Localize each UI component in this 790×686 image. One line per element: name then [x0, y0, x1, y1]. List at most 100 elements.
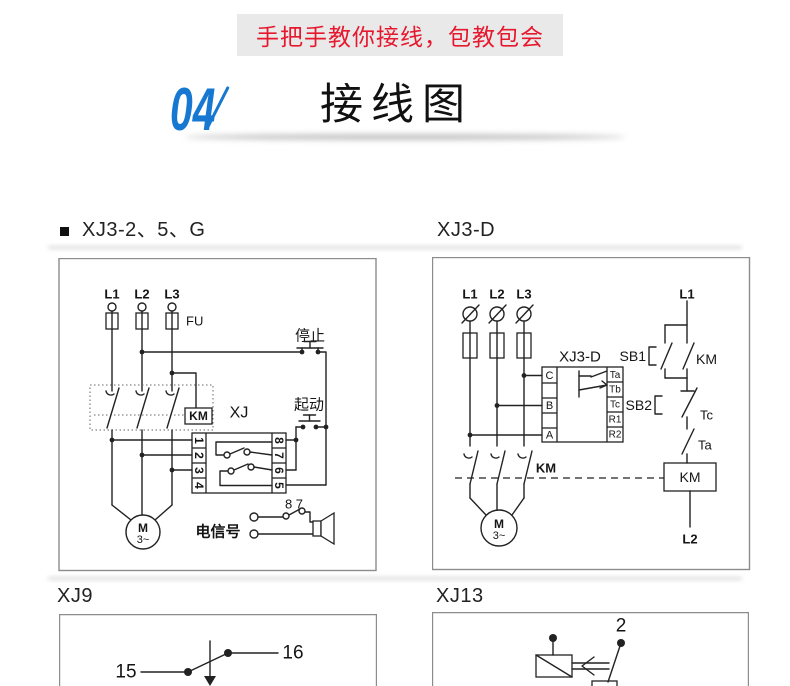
- junction-dot: [323, 424, 329, 430]
- tc-contact-label: Tc: [700, 408, 714, 423]
- contactor-contact: [135, 387, 150, 429]
- section-number: 04: [170, 76, 216, 143]
- speaker-icon: [312, 511, 335, 546]
- sb2-label: SB2: [626, 397, 653, 413]
- xj-relay-block: XJ 1 2 3 4 8 7 6 5: [191, 405, 327, 494]
- terminal-letter: Tb: [609, 385, 621, 396]
- diagram-border: [59, 614, 377, 686]
- sb1-start-button: SB1: [620, 324, 673, 379]
- control-chain: L1 SB1 KM SB2 Tc Ta: [620, 287, 717, 547]
- promo-banner-text: 手把手教你接线，包教包会: [256, 24, 544, 50]
- diagram-border: [432, 612, 749, 686]
- km-main-contacts: KM: [455, 450, 664, 516]
- contactor-contact: [517, 450, 533, 485]
- section-label-xj3-25g: XJ3-2、5、G: [82, 219, 206, 241]
- relay-internal-contacts: [215, 441, 273, 487]
- ta-contact: Ta: [681, 428, 713, 464]
- page-title: 接线图: [320, 81, 473, 129]
- terminal-number: 16: [282, 643, 303, 664]
- fuse-symbol: [516, 332, 532, 359]
- phase-label: L1: [679, 287, 694, 302]
- terminal-number: 1: [192, 437, 206, 444]
- km-label: KM: [189, 409, 208, 423]
- km-aux-label: KM: [696, 351, 717, 367]
- microswitch-symbol: 15 16: [115, 640, 304, 686]
- phase-label: L2: [682, 532, 697, 547]
- km-aux-contact: KM: [682, 324, 717, 379]
- sb2-stop-button: SB2 Tc: [626, 377, 714, 430]
- contactor-contact: [105, 387, 120, 429]
- terminal-number: 7: [272, 452, 286, 459]
- motor-letter: M: [138, 521, 148, 535]
- bullet-square-icon: [60, 227, 69, 236]
- signal-terminals-label: 8 7: [285, 497, 303, 512]
- section-label-xj13: XJ13: [436, 585, 484, 607]
- terminal-number: 15: [115, 662, 136, 683]
- diagram-border: [58, 258, 377, 572]
- phase-label: L1: [104, 287, 119, 302]
- phase-label: L3: [164, 287, 179, 302]
- terminal-letter: C: [546, 370, 554, 382]
- terminal-circle: [249, 512, 259, 522]
- contactor-contact: [165, 387, 180, 429]
- km-contacts-label: KM: [536, 461, 556, 476]
- start-button-symbol: [295, 414, 327, 430]
- phase-inputs: L1 L2 L3 FU: [104, 287, 203, 392]
- fuse-label: FU: [186, 314, 203, 329]
- terminal-number: 2: [616, 616, 627, 637]
- fuse-symbol: [105, 312, 119, 330]
- fuse-symbol: [165, 312, 179, 330]
- relay-coil-symbol: [535, 654, 573, 678]
- fuse-symbol: [135, 312, 149, 330]
- motor-letter: M: [494, 517, 504, 531]
- sb1-label: SB1: [620, 348, 647, 364]
- mechanical-linkage: [571, 656, 610, 676]
- terminal-number: 2: [192, 452, 206, 459]
- terminal-circle: [107, 302, 117, 312]
- motor-phase: 3~: [137, 534, 150, 546]
- relay-to-button-wires: [285, 426, 327, 486]
- section-divider-shadow-bottom: [48, 577, 742, 580]
- terminal-circle: [167, 302, 177, 312]
- section-divider-shadow-top: [48, 246, 742, 249]
- promo-banner: 手把手教你接线，包教包会: [237, 14, 563, 56]
- terminal-circle: [249, 529, 259, 539]
- plunger-arrow-icon: [204, 676, 216, 686]
- phase-label: L1: [462, 287, 477, 302]
- terminal-number: 4: [192, 482, 206, 489]
- terminal-circle: [137, 302, 147, 312]
- signal-circuit: 电信号 8 7: [195, 497, 335, 546]
- xj3d-device-block: XJ3-D C B A Ta Tb Tc R1 R2: [467, 349, 624, 443]
- device-internal-contacts: [578, 370, 608, 398]
- xj3-25g-wiring-diagram: L1 L2 L3 FU 停止 起动: [58, 258, 377, 572]
- fuse-symbol: [489, 332, 505, 359]
- pushbutton-bracket: [648, 346, 657, 366]
- device-label: XJ3-D: [559, 349, 601, 366]
- terminal-letter: B: [546, 400, 553, 412]
- start-button-label: 起动: [294, 397, 324, 414]
- phase-label: L3: [516, 287, 531, 302]
- motor-symbol: M 3~: [125, 514, 161, 550]
- contactor-contact: [490, 450, 506, 485]
- relay-switch-symbol: 2: [535, 616, 627, 686]
- xj13-wiring-diagram: 2: [432, 612, 749, 686]
- terminal-letter: Ta: [610, 370, 621, 381]
- stop-button-symbol: [296, 340, 324, 355]
- pushbutton-bracket: [654, 395, 663, 415]
- title-card-shadow: [185, 134, 625, 140]
- motor-symbol: M 3~: [480, 509, 518, 547]
- motor-feed-wires: [109, 429, 193, 521]
- km-label-box: [184, 407, 213, 425]
- relay-label: XJ: [230, 405, 249, 422]
- km-contactor: KM: [89, 370, 214, 431]
- phase-label: L2: [134, 287, 149, 302]
- xj9-wiring-diagram: 15 16: [59, 614, 377, 686]
- contact-block: [591, 680, 618, 686]
- terminal-letter: R2: [609, 430, 622, 441]
- phase-inputs: L1 L2 L3: [461, 287, 534, 447]
- diagram-border: [432, 257, 751, 571]
- stop-start-control: 停止 起动: [139, 328, 329, 486]
- terminal-number: 3: [192, 467, 206, 474]
- km-coil: KM: [663, 462, 717, 492]
- contactor-contact: [463, 450, 479, 485]
